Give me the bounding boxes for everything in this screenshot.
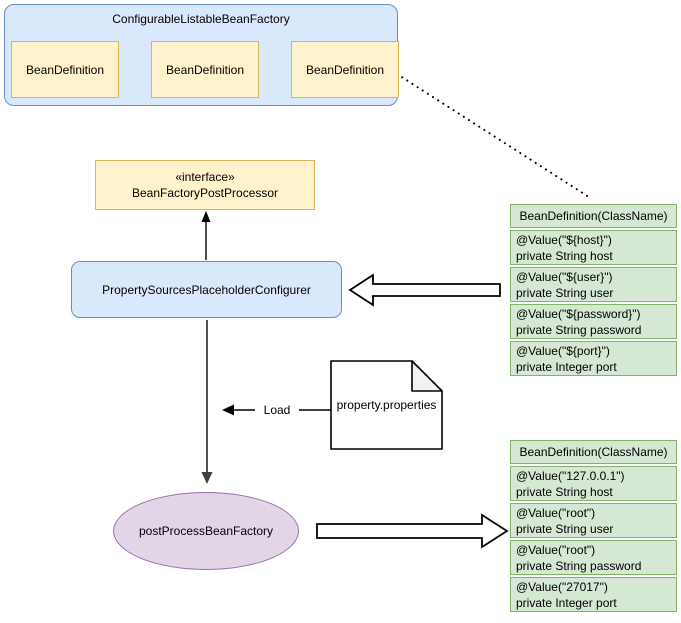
interface-stereotype: «interface» xyxy=(175,170,235,184)
table-row: @Value("27017") private Integer port xyxy=(510,577,677,612)
container-title: ConfigurableListableBeanFactory xyxy=(112,12,290,26)
bean-definition-label: BeanDefinition xyxy=(165,62,245,77)
method-label: postProcessBeanFactory xyxy=(138,524,274,538)
bean-definition-box-2: BeanDefinition xyxy=(151,41,259,98)
table-header: BeanDefinition(ClassName) xyxy=(510,440,677,464)
table-row: @Value("root") private String user xyxy=(510,503,677,538)
table-row: @Value("${user}") private String user xyxy=(510,267,677,302)
bean-definition-box-3: BeanDefinition xyxy=(291,41,399,98)
table-to-configurer-block-arrow xyxy=(348,273,501,307)
property-properties-document-label: property.properties xyxy=(336,398,437,412)
factory-to-table-block-arrow xyxy=(316,513,509,549)
configurer-label: PropertySourcesPlaceholderConfigurer xyxy=(102,282,311,297)
bean-factory-post-processor-interface-box: «interface» BeanFactoryPostProcessor xyxy=(95,160,315,210)
bean-definition-label: BeanDefinition xyxy=(305,62,385,77)
document-shape xyxy=(330,360,443,450)
configurable-listable-bean-factory-container: ConfigurableListableBeanFactory BeanDefi… xyxy=(4,4,399,106)
load-edge-label: Load xyxy=(255,402,299,418)
table-row: @Value("${password}") private String pas… xyxy=(510,304,677,339)
invoke-arrow xyxy=(201,320,213,484)
table-row: @Value("${port}") private Integer port xyxy=(510,341,677,376)
bean-definition-box-1: BeanDefinition xyxy=(11,41,119,98)
interface-name: BeanFactoryPostProcessor xyxy=(131,186,279,200)
table-row: @Value("127.0.0.1") private String host xyxy=(510,466,677,501)
bean-definition-resolved-table: BeanDefinition(ClassName) @Value("127.0.… xyxy=(510,440,677,614)
bean-definition-dotted-link xyxy=(396,73,593,200)
realization-arrow xyxy=(201,211,211,260)
bean-definition-label: BeanDefinition xyxy=(25,62,105,77)
table-row: @Value("${host}") private String host xyxy=(510,230,677,265)
bean-definition-placeholder-table: BeanDefinition(ClassName) @Value("${host… xyxy=(510,204,677,378)
table-header: BeanDefinition(ClassName) xyxy=(510,204,677,228)
table-row: @Value("root") private String password xyxy=(510,540,677,575)
property-sources-placeholder-configurer-box: PropertySourcesPlaceholderConfigurer xyxy=(71,261,342,318)
post-process-bean-factory-ellipse: postProcessBeanFactory xyxy=(113,492,299,570)
